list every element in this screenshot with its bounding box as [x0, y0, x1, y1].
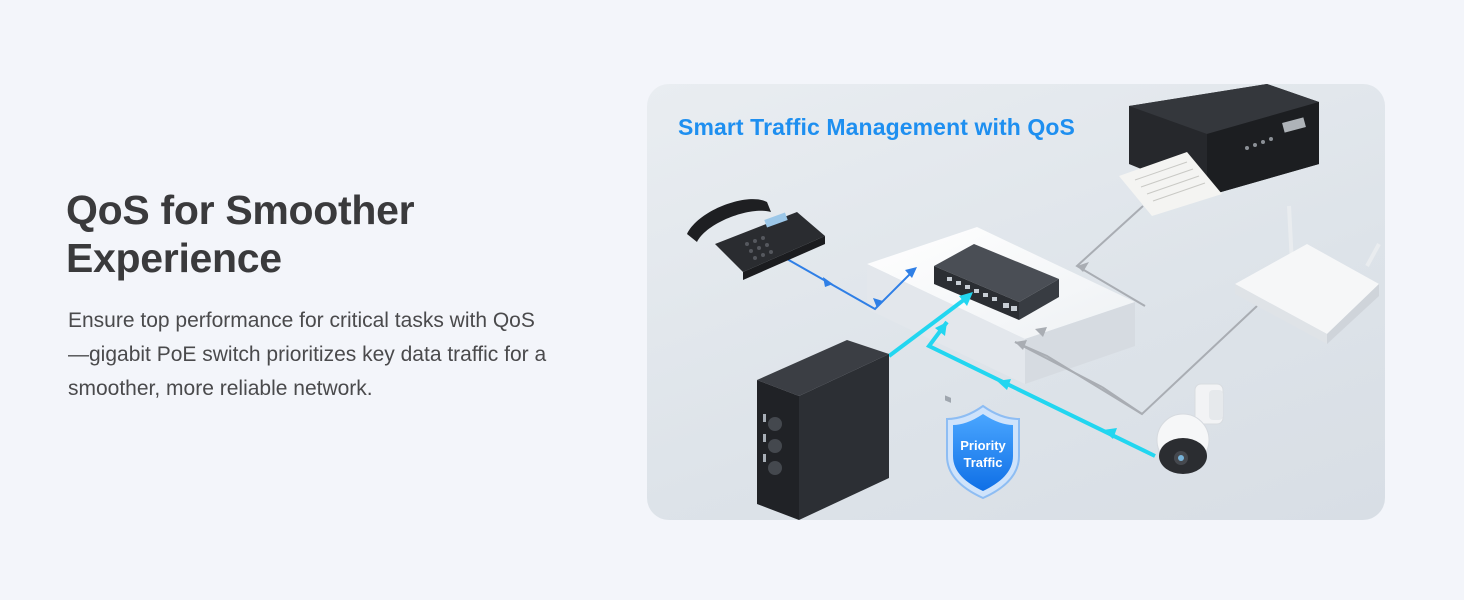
qos-illustration-card: Smart Traffic Management with QoS Priori… — [647, 84, 1385, 520]
priority-shield-icon — [946, 404, 1020, 500]
feature-text-block: QoS for Smoother Experience Ensure top p… — [66, 186, 626, 406]
phone-traffic-line — [786, 258, 917, 311]
priority-label-line1: Priority — [960, 438, 1006, 453]
desk-phone-icon — [687, 199, 825, 280]
wifi-router-icon — [1235, 205, 1381, 344]
network-diagram — [687, 84, 1381, 520]
printer-icon — [1119, 84, 1319, 216]
priority-traffic-lines — [887, 292, 1156, 458]
network-switch-icon — [934, 244, 1059, 403]
priority-label-line2: Traffic — [963, 455, 1003, 470]
priority-traffic-label: Priority Traffic — [945, 437, 1021, 471]
illustration-title: Smart Traffic Management with QoS — [678, 114, 1075, 140]
feature-heading: QoS for Smoother Experience — [66, 187, 415, 281]
normal-traffic-arrowheads — [1015, 262, 1089, 350]
ptz-camera-icon — [1156, 383, 1224, 474]
normal-traffic-lines — [1014, 205, 1258, 416]
feature-description: Ensure top performance for critical task… — [68, 309, 547, 400]
nas-server-icon — [757, 340, 889, 520]
